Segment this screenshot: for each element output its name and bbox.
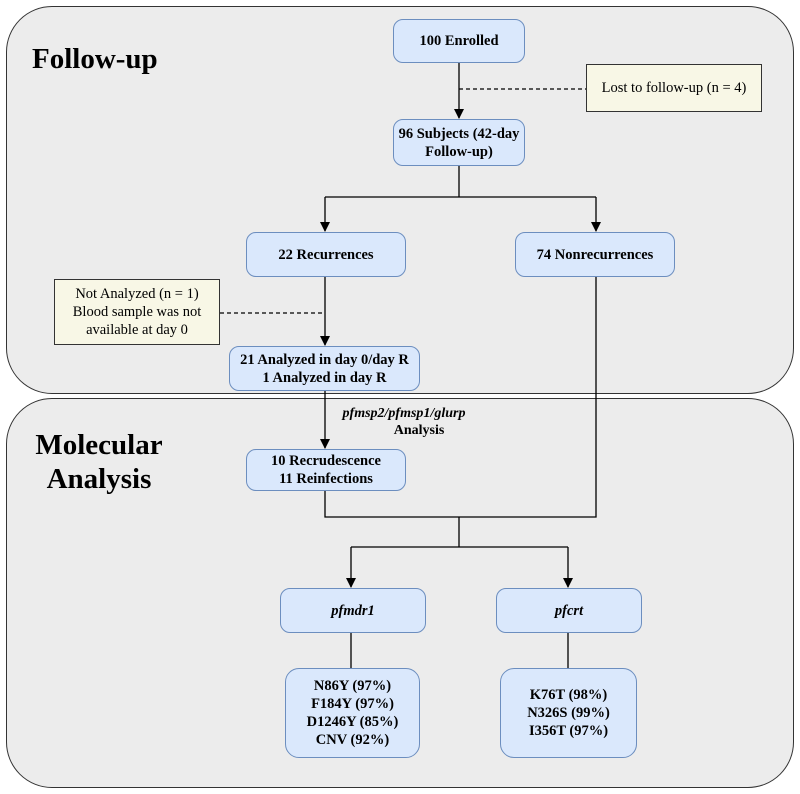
analyzed-label-line2: 1 Analyzed in day R bbox=[262, 369, 387, 386]
pfmdr1-label: pfmdr1 bbox=[331, 602, 375, 619]
pfcrt-label: pfcrt bbox=[554, 602, 584, 619]
analyzed-node: 21 Analyzed in day 0/day R 1 Analyzed in… bbox=[229, 346, 420, 391]
not-analyzed-line3: available at day 0 bbox=[86, 322, 188, 338]
pfcrt-results-node: K76T (98%) N326S (99%) I356T (97%) bbox=[500, 668, 637, 758]
followup-section-title: Follow-up bbox=[32, 43, 158, 75]
pfmdr1-result-item: CNV (92%) bbox=[315, 732, 390, 748]
genotyping-edge-label: pfmsp2/pfmsp1/glurp Analysis bbox=[320, 405, 488, 439]
nonrecurrences-label: 74 Nonrecurrences bbox=[536, 246, 654, 263]
pfcrt-result-item: N326S (99%) bbox=[527, 705, 610, 721]
not-analyzed-line2: Blood sample was not bbox=[72, 304, 202, 320]
pfmdr1-result-item: F184Y (97%) bbox=[311, 696, 394, 712]
recrudescence-label-line2: 11 Reinfections bbox=[279, 471, 373, 487]
subjects-node: 96 Subjects (42-day Follow-up) bbox=[393, 119, 525, 166]
enrolled-node: 100 Enrolled bbox=[393, 19, 525, 63]
recrudescence-label-line1: 10 Recrudescence bbox=[271, 453, 381, 469]
edge-merge-split bbox=[351, 517, 568, 548]
molecular-title-line1: Molecular bbox=[35, 429, 163, 461]
recrudescence-node: 10 Recrudescence 11 Reinfections bbox=[246, 449, 406, 491]
recurrences-label: 22 Recurrences bbox=[278, 246, 374, 263]
recurrences-node: 22 Recurrences bbox=[246, 232, 406, 277]
pfmdr1-result-item: N86Y (97%) bbox=[313, 678, 392, 694]
nonrecurrences-node: 74 Nonrecurrences bbox=[515, 232, 675, 277]
pfmdr1-results-node: N86Y (97%) F184Y (97%) D1246Y (85%) CNV … bbox=[285, 668, 420, 758]
analyzed-label-line1: 21 Analyzed in day 0/day R bbox=[240, 351, 409, 368]
subjects-label-line1: 96 Subjects (42-day bbox=[398, 125, 520, 142]
pfcrt-result-item: I356T (97%) bbox=[528, 723, 609, 739]
not-analyzed-line1: Not Analyzed (n = 1) bbox=[75, 286, 199, 302]
molecular-analysis-section-title: Molecular Analysis bbox=[20, 428, 178, 496]
genotyping-analysis-label: Analysis bbox=[393, 423, 445, 438]
lost-to-followup-note: Lost to follow-up (n = 4) bbox=[586, 64, 762, 112]
lost-to-followup-label: Lost to follow-up (n = 4) bbox=[601, 80, 747, 96]
genotyping-genes-label: pfmsp2/pfmsp1/glurp bbox=[342, 406, 466, 421]
pfmdr1-node: pfmdr1 bbox=[280, 588, 426, 633]
pfcrt-result-item: K76T (98%) bbox=[529, 687, 608, 703]
edge-merge bbox=[324, 277, 597, 518]
enrolled-label: 100 Enrolled bbox=[419, 33, 499, 49]
pfcrt-node: pfcrt bbox=[496, 588, 642, 633]
pfmdr1-result-item: D1246Y (85%) bbox=[306, 714, 399, 730]
not-analyzed-note: Not Analyzed (n = 1) Blood sample was no… bbox=[54, 279, 220, 345]
edge-subjects-split bbox=[325, 166, 596, 198]
molecular-title-line2: Analysis bbox=[46, 463, 152, 495]
subjects-label-line2: Follow-up) bbox=[425, 143, 493, 160]
